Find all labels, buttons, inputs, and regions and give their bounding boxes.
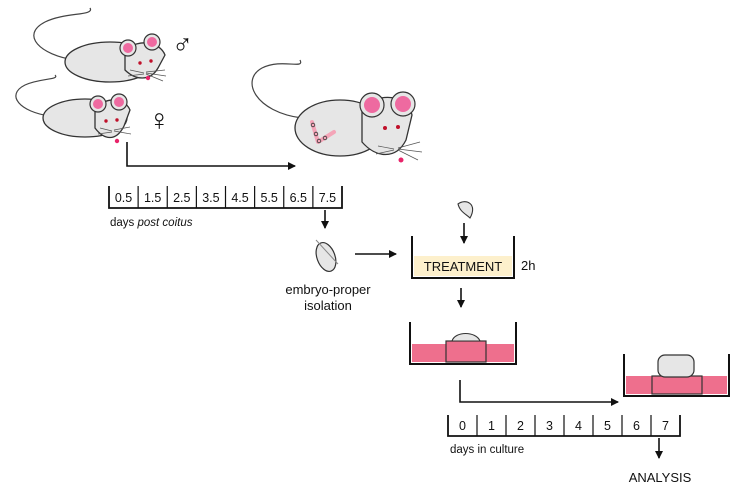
culture-timeline: 0 1 2 3 4 5 6 7 [447,415,681,437]
culture-day-tick-label: 3 [546,419,553,433]
female-symbol: ♀ [148,104,171,137]
isolated-embryo-icon [315,239,339,273]
post-coitus-tick-label: 0.5 [115,191,132,205]
treatment-label: TREATMENT [424,259,503,274]
post-coitus-axis-label: days post coitus [110,217,193,229]
female-mouse-icon [15,74,132,144]
male-mouse-icon [33,7,167,83]
culture-day-tick-label: 2 [517,419,524,433]
culture-day-tick-label: 0 [459,419,466,433]
culture-day-tick-label: 5 [604,419,611,433]
culture-day-tick-label: 7 [662,419,669,433]
culture-day-tick-label: 6 [633,419,640,433]
post-coitus-tick-label: 3.5 [202,191,219,205]
post-coitus-tick-label: 6.5 [290,191,307,205]
post-coitus-tick-label: 7.5 [319,191,336,205]
male-symbol: ♂ [172,29,193,60]
post-coitus-tick-label: 5.5 [260,191,277,205]
pregnant-mouse-icon [251,59,423,163]
culture-day-tick-label: 4 [575,419,582,433]
post-coitus-timeline: 0.5 1.5 2.5 3.5 4.5 5.5 6.5 7.5 [108,186,343,209]
culture-dish-day7 [623,354,730,397]
post-coitus-tick-label: 2.5 [173,191,190,205]
culture-day-tick-label: 1 [488,419,495,433]
isolation-label-line2: isolation [304,298,352,313]
embryo-drop-icon [457,201,474,219]
isolation-label-line1: embryo-proper [285,282,371,297]
treatment-duration: 2h [521,258,535,273]
culture-dish-day0 [409,322,517,365]
analysis-label: ANALYSIS [629,470,692,485]
mating-to-pregnancy-arrow [126,142,296,170]
post-coitus-tick-label: 4.5 [231,191,248,205]
treatment-dish [411,236,515,279]
culture-progression-arrow [459,380,619,406]
culture-axis-label: days in culture [450,444,524,456]
post-coitus-tick-label: 1.5 [144,191,161,205]
